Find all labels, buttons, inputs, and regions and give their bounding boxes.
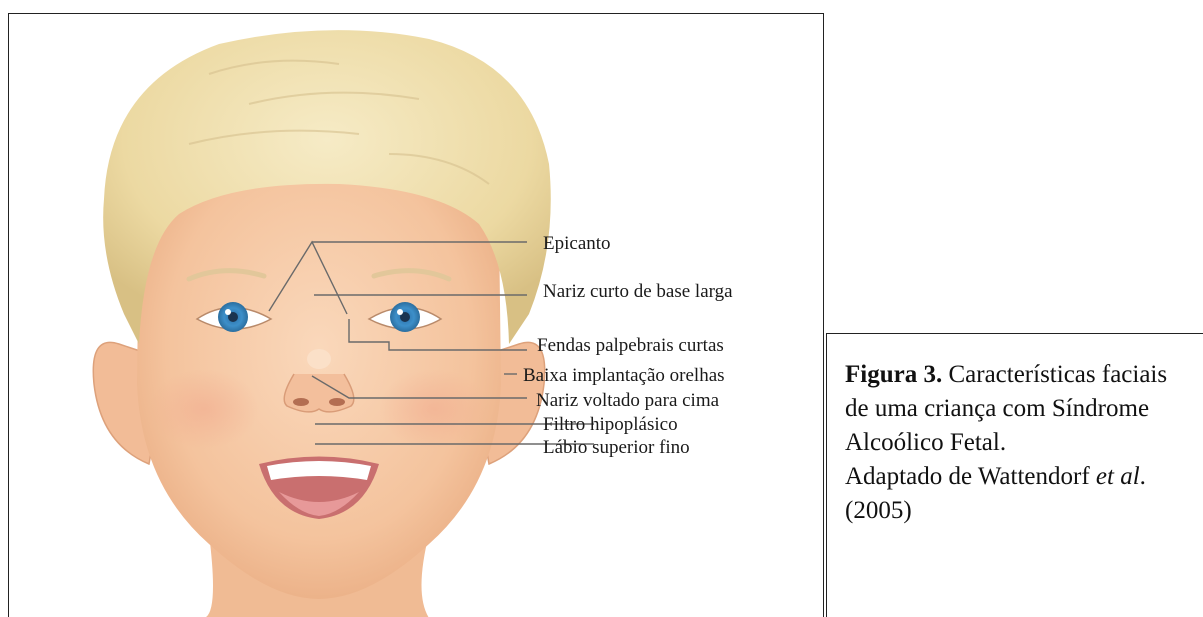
caption-title: Figura 3. — [845, 361, 942, 388]
label-baixa-implantacao: Baixa implantação orelhas — [523, 366, 725, 385]
label-labio: Lábio superior fino — [543, 438, 690, 457]
label-nariz-curto: Nariz curto de base larga — [543, 282, 733, 301]
child-face-illustration — [9, 14, 824, 617]
label-filtro: Filtro hipoplásico — [543, 415, 678, 434]
label-nariz-voltado: Nariz voltado para cima — [536, 391, 719, 410]
left-cheek — [149, 369, 259, 449]
label-epicanto: Epicanto — [543, 234, 611, 253]
right-cheek — [379, 369, 489, 449]
label-fendas: Fendas palpebrais curtas — [537, 336, 724, 355]
figure-caption: Figura 3. Características faciais de uma… — [826, 333, 1203, 617]
caption-source-italic: et al — [1096, 463, 1140, 490]
caption-source-prefix: Adaptado de Wattendorf — [845, 463, 1096, 490]
figure-frame: Epicanto Nariz curto de base larga Fenda… — [8, 13, 824, 617]
